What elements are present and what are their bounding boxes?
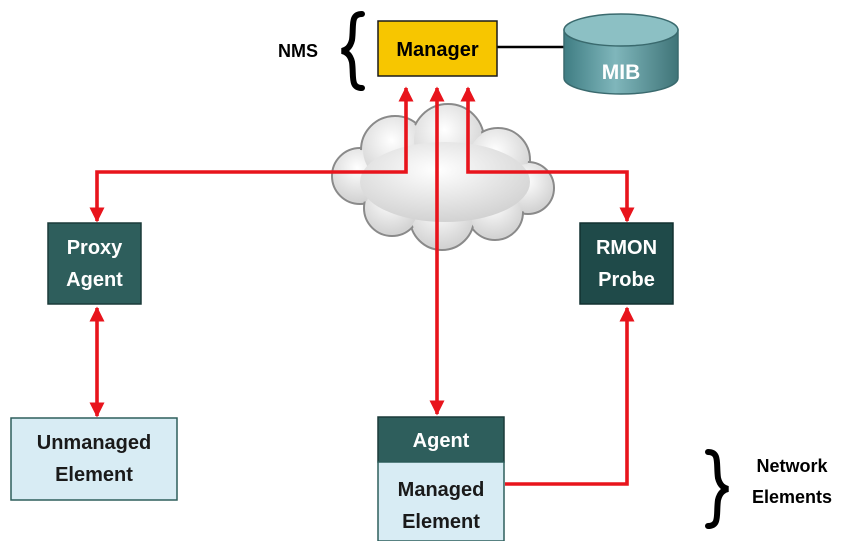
network-elements-label-line1: Network (756, 456, 828, 476)
unmanaged-element-label-line1: Unmanaged (37, 432, 151, 454)
nms-label: NMS (278, 41, 318, 61)
rmon-probe-box (579, 222, 674, 305)
proxy-agent-label-line1: Proxy (67, 237, 123, 259)
rmon-probe-label-line1: RMON (596, 237, 657, 259)
managed-element-box (377, 461, 505, 541)
manager-box (377, 20, 498, 77)
nms-brace-icon (341, 11, 365, 91)
rmon-probe-label-line2: Probe (598, 269, 655, 291)
proxy-agent-label-line2: Agent (66, 269, 123, 291)
unmanaged-element-label-line2: Element (55, 464, 133, 486)
manager-proxy-arrow (89, 86, 414, 223)
managed-element-label-line2: Element (402, 511, 480, 533)
mib-label: MIB (602, 61, 641, 84)
agent-label: Agent (413, 430, 470, 452)
unmanaged-element-box (10, 417, 178, 501)
managed-element-label-line1: Managed (398, 479, 485, 501)
manager-rmon-arrow (460, 86, 635, 223)
network-elements-label-line2: Elements (752, 487, 832, 507)
network-elements-brace-icon (705, 449, 729, 529)
managed-rmon-arrow (505, 306, 635, 486)
network-cloud (331, 103, 555, 251)
manager-label: Manager (396, 39, 478, 61)
mib-database-icon (563, 13, 679, 95)
communication-arrows (89, 86, 635, 486)
proxy-agent-box (47, 222, 142, 305)
